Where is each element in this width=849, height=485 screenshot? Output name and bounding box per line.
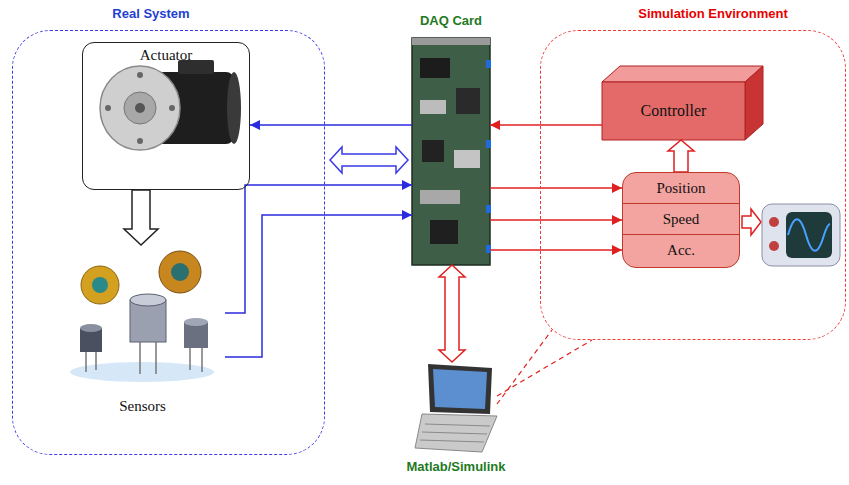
output-arrow (742, 209, 761, 235)
device-title: Matlab/Simulink (407, 459, 506, 475)
sensor-disk (159, 251, 201, 293)
signal-arrow (490, 124, 602, 126)
hollow-arrow (124, 190, 158, 245)
connector (486, 205, 491, 213)
signal-name: Acc. (623, 235, 739, 266)
bolt-hole (137, 72, 143, 78)
controller-box: Controller (602, 82, 745, 140)
laptop-picture (415, 364, 497, 452)
motor-shaft (135, 103, 145, 113)
board-edge (412, 38, 490, 45)
box-label: Sensors (119, 398, 166, 417)
actuator-box: Actuator (82, 42, 250, 190)
block-top (602, 66, 763, 82)
signal-name: Speed (623, 204, 739, 235)
connector (486, 245, 491, 253)
region-panel: Simulation EnvironmentControllerPosition… (540, 30, 846, 340)
signal-arrow (225, 185, 412, 313)
sensor-disk-core (92, 277, 108, 293)
bolt-hole (137, 138, 143, 144)
scope-knob (769, 241, 779, 251)
block-front (602, 82, 745, 140)
sensor-disk-core (171, 263, 189, 281)
sensor-can-top (130, 294, 166, 306)
signal-arrow (250, 124, 412, 126)
laptop-screen (433, 369, 487, 409)
motor-hub (124, 92, 156, 124)
bolt-hole (169, 105, 175, 111)
connector (486, 140, 491, 148)
box-label: Controller (641, 102, 707, 120)
signal-arrow (225, 215, 412, 357)
motor-picture (100, 60, 241, 150)
signal-name: Position (623, 173, 739, 204)
component (454, 150, 480, 168)
callout-line (497, 330, 592, 404)
scope-knob (769, 217, 779, 227)
sensors-picture (70, 251, 214, 382)
component (420, 100, 446, 114)
component (420, 190, 460, 204)
laptop-base (415, 414, 497, 452)
computer: Matlab/Simulink (415, 362, 497, 455)
sensor-legs (86, 342, 202, 374)
laptop-screen-frame (428, 364, 492, 414)
device-title: DAQ Card (420, 13, 482, 29)
sensor-group: Sensors (60, 245, 225, 417)
signal-arrow (490, 187, 622, 189)
scope-picture (762, 204, 840, 266)
motor-end-cap (227, 72, 241, 144)
region-title: Simulation Environment (638, 6, 788, 22)
hollow-arrow (439, 265, 465, 362)
box-label: Actuator (83, 43, 249, 64)
sensor-can-top (80, 324, 102, 332)
region-panel: Real SystemActuatorSensors (12, 30, 325, 455)
sensor-glow (70, 362, 214, 382)
chip (422, 140, 444, 162)
chip (430, 220, 458, 244)
controller-block (602, 66, 763, 140)
block-side (745, 66, 763, 140)
laptop-keys (420, 424, 490, 442)
connector (486, 60, 491, 68)
scope-screen (786, 212, 832, 258)
bus-arrow (330, 147, 408, 173)
chip (420, 58, 450, 78)
circuit-board (412, 38, 490, 265)
chip (456, 88, 480, 114)
motor-flange (100, 66, 180, 150)
sine-wave (788, 219, 830, 251)
region-title: Real System (112, 6, 189, 22)
bolt-hole (105, 105, 111, 111)
scope-body (762, 204, 840, 266)
daq-card-picture (412, 38, 491, 265)
signal-arrow (490, 219, 622, 221)
signal-box: PositionSpeedAcc. (622, 172, 740, 268)
sensor-can-top (184, 318, 208, 326)
hollow-arrow (668, 140, 694, 172)
signal-arrow (490, 249, 622, 251)
sensor-disk (81, 266, 119, 304)
daq-card: DAQ Card (412, 38, 490, 265)
